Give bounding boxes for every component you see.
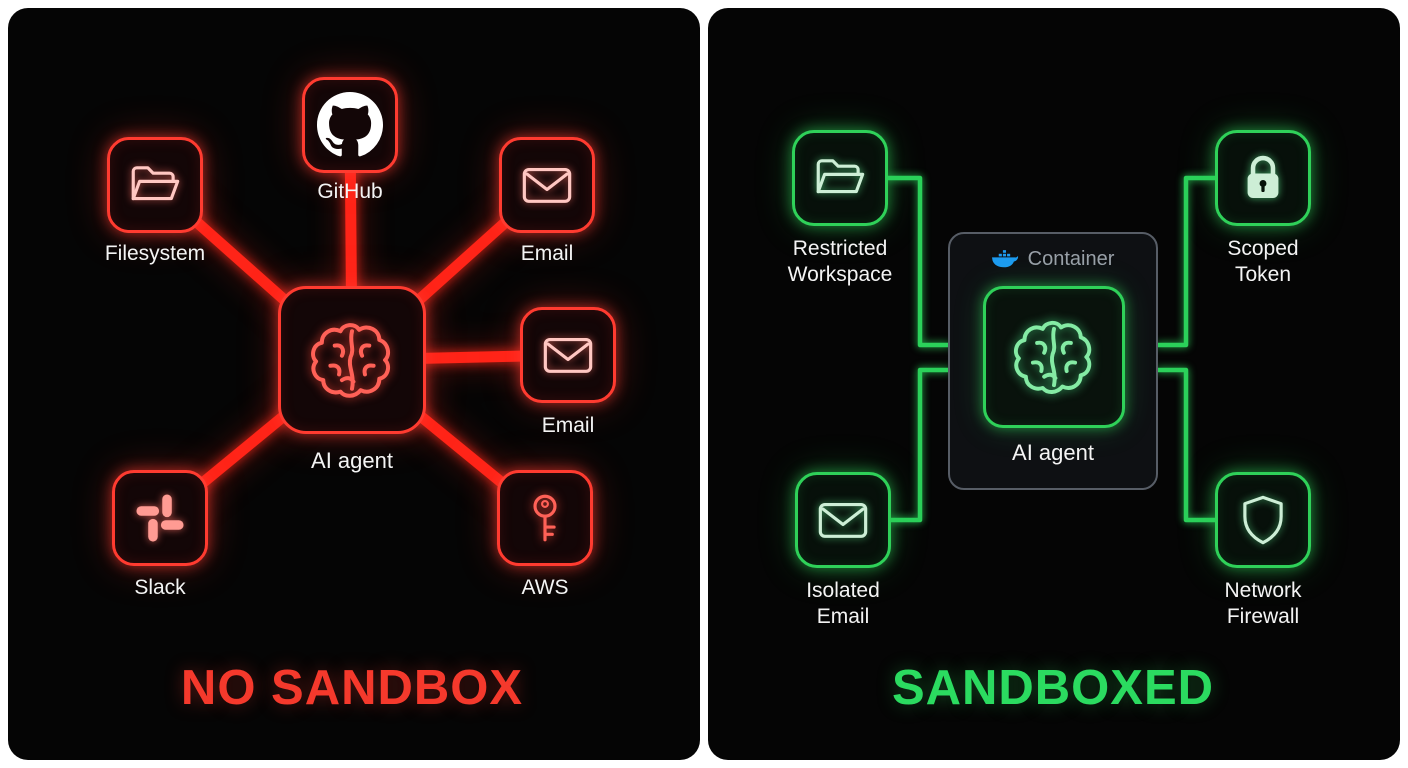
container-header: Container — [950, 248, 1156, 271]
brain-icon — [1013, 320, 1092, 394]
brain-icon — [306, 314, 398, 406]
shield-icon — [1243, 495, 1283, 545]
email-top-node — [499, 137, 595, 233]
email-right-node — [520, 307, 616, 403]
no-sandbox-panel: Filesystem GitHub Email Email AWS Slack — [8, 8, 700, 760]
folder-icon — [816, 159, 865, 194]
sandboxed-title: SANDBOXED — [891, 661, 1215, 715]
email-right-label: Email — [541, 414, 595, 437]
scoped-token-node — [1215, 130, 1311, 226]
ai-agent-node — [278, 286, 426, 434]
lock-icon — [1234, 149, 1292, 207]
envelope-icon — [522, 168, 572, 203]
no-sandbox-title: NO SANDBOX — [180, 661, 524, 715]
isolated-email-node — [795, 472, 891, 568]
filesystem-node — [107, 137, 203, 233]
aws-node — [497, 470, 593, 566]
network-firewall-label: Network Firewall — [1224, 579, 1302, 629]
envelope-icon — [543, 338, 593, 373]
filesystem-label: Filesystem — [104, 242, 206, 265]
restricted-workspace-label: Restricted Workspace — [787, 237, 893, 287]
scoped-token-label: Scoped Token — [1227, 237, 1299, 287]
container-box: Container AI agent — [948, 232, 1158, 490]
sandboxed-panel: Restricted Workspace Scoped Token Isolat… — [708, 8, 1400, 760]
slack-node — [112, 470, 208, 566]
aws-label: AWS — [521, 576, 569, 599]
docker-icon — [991, 250, 1018, 268]
slack-label: Slack — [134, 576, 186, 599]
envelope-icon — [818, 503, 868, 538]
ai-agent-node — [983, 286, 1125, 428]
ai-agent-label: AI agent — [311, 448, 393, 473]
email-top-label: Email — [520, 242, 574, 265]
isolated-email-label: Isolated Email — [806, 579, 880, 629]
github-node — [302, 77, 398, 173]
container-label: Container — [1027, 248, 1115, 270]
restricted-workspace-node — [792, 130, 888, 226]
github-label: GitHub — [317, 180, 383, 203]
github-icon — [317, 92, 383, 157]
slack-icon — [136, 494, 184, 542]
network-firewall-node — [1215, 472, 1311, 568]
key-icon — [533, 494, 557, 542]
ai-agent-label: AI agent — [1012, 440, 1094, 465]
folder-icon — [131, 166, 180, 201]
